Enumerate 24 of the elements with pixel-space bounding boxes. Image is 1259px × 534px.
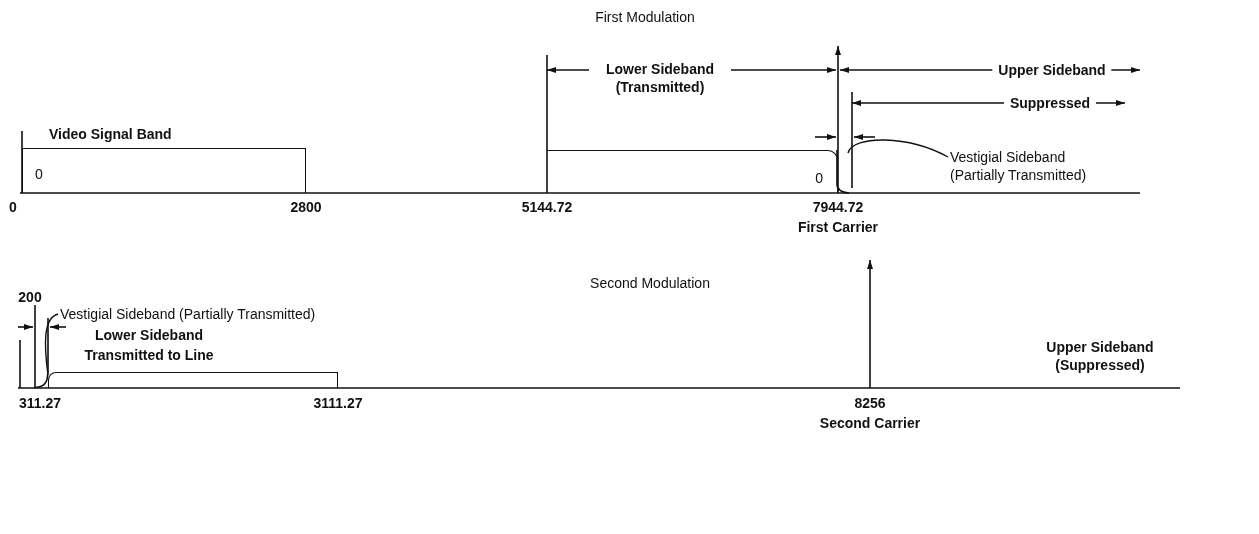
dimension-label: Suppressed xyxy=(1003,94,1097,112)
diagram-heading: Second Modulation xyxy=(590,274,710,292)
axis-label: 7944.72 xyxy=(812,198,864,216)
dimension-label: Lower Sideband (Transmitted) xyxy=(589,60,731,96)
vestigial-label: Vestigial Sideband (Partially Transmitted) xyxy=(950,148,1088,184)
axis-label: 2800 xyxy=(290,198,322,216)
band-label: Upper Sideband (Suppressed) xyxy=(1045,338,1155,374)
leader-line xyxy=(847,139,949,158)
axis-label: Second Carrier xyxy=(819,414,921,432)
spectrum-band xyxy=(547,150,838,193)
band-label: Video Signal Band xyxy=(49,125,172,143)
band-label: 0 xyxy=(35,165,43,183)
leader-line xyxy=(44,313,59,376)
band-label: 0 xyxy=(815,169,823,187)
axis-label: 0 xyxy=(9,198,17,216)
axis-label: 311.27 xyxy=(18,394,62,412)
band-label: Lower Sideband Transmitted to Line xyxy=(83,326,215,365)
axis-label: First Carrier xyxy=(797,218,879,236)
axis-label: 5144.72 xyxy=(521,198,573,216)
axis-label: 8256 xyxy=(854,394,886,412)
dimension-label: Upper Sideband xyxy=(992,61,1112,79)
axis-label: 3111.27 xyxy=(313,394,363,412)
dimension-label: 200 xyxy=(18,288,42,306)
vestigial-label: Vestigial Sideband (Partially Transmitted) xyxy=(60,305,316,323)
